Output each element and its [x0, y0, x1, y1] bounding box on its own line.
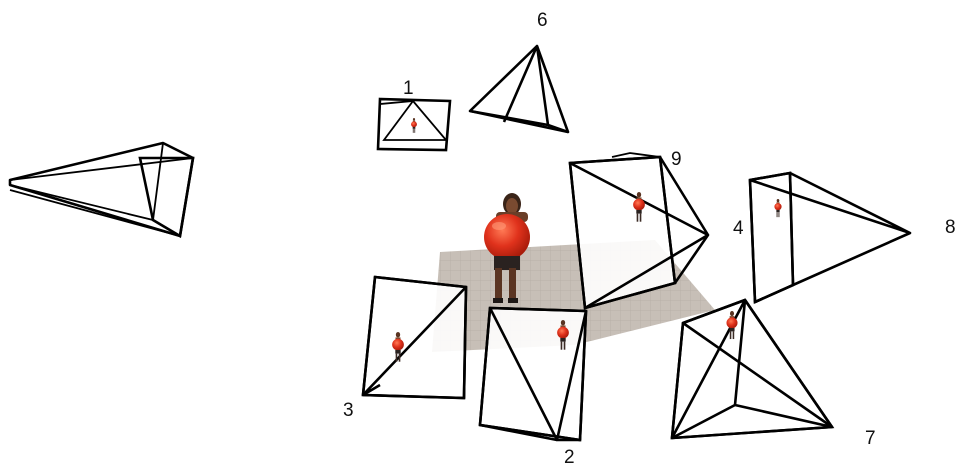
- camera-frustum-2: [478, 306, 588, 442]
- camera-label-6: 6: [537, 10, 548, 31]
- camera-label-2: 2: [564, 447, 575, 468]
- camera-frustum-left: [8, 141, 195, 239]
- subject-person-with-ball: [484, 193, 530, 303]
- camera-label-9: 9: [671, 149, 682, 170]
- camera-frustum-1: [376, 97, 452, 152]
- camera-frustum-9: [568, 152, 710, 310]
- camera-label-1: 1: [403, 78, 414, 99]
- camera-frustum-4-8: [748, 171, 912, 304]
- camera-labels: 1 2 3 4 6 7 8 9: [343, 10, 956, 468]
- camera-label-3: 3: [343, 400, 354, 421]
- camera-label-8: 8: [945, 217, 956, 238]
- camera-label-4: 4: [733, 218, 744, 239]
- camera-frustum-6: [468, 44, 570, 134]
- camera-frustum-3: [361, 275, 468, 400]
- camera-label-7: 7: [865, 428, 876, 449]
- camera-frustum-7: [670, 298, 835, 440]
